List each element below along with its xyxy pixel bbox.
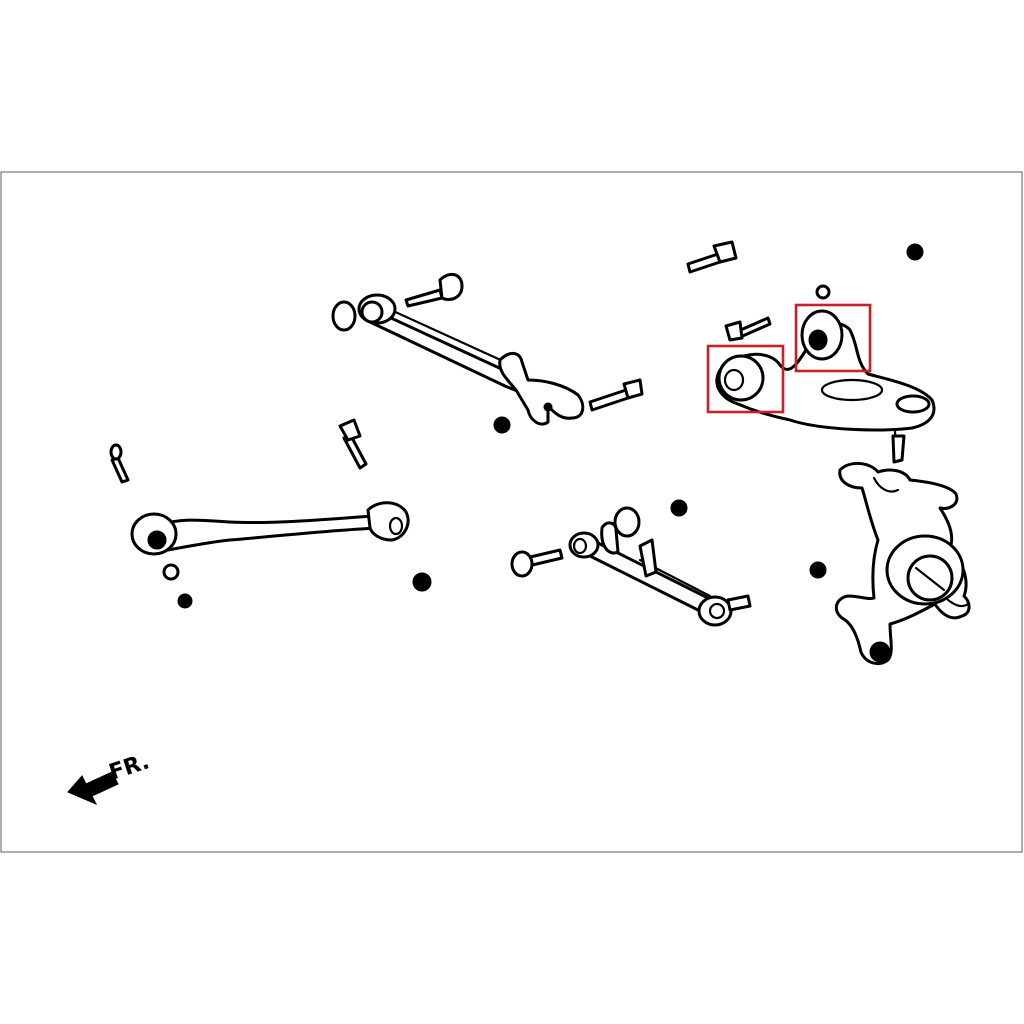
washer-center — [613, 506, 641, 538]
toe-control-link — [568, 521, 752, 627]
bolt-center — [510, 548, 564, 578]
arrow-left-down-icon — [67, 771, 119, 805]
nut-knuckle — [809, 561, 827, 579]
nut-top-right — [906, 243, 924, 261]
nut-center — [670, 499, 688, 517]
bolt-upper-left — [588, 378, 644, 412]
highlight-box-front-bushing — [706, 344, 785, 414]
highlight-box-rear-bushing — [794, 303, 872, 373]
upper-lateral-link — [331, 272, 585, 426]
bolt-upper-arm — [724, 316, 772, 342]
washer-left — [162, 563, 180, 581]
nut-1 — [493, 416, 511, 434]
diagram-frame — [0, 171, 1023, 853]
lower-lateral-arm — [130, 501, 410, 556]
upper-control-arm — [715, 284, 936, 464]
bolt-left-2 — [338, 418, 368, 470]
nut-left — [177, 593, 193, 609]
bolt-top — [686, 240, 738, 274]
knuckle — [834, 462, 971, 665]
bolt-left-1 — [109, 443, 130, 484]
nut-center-left — [412, 572, 432, 592]
